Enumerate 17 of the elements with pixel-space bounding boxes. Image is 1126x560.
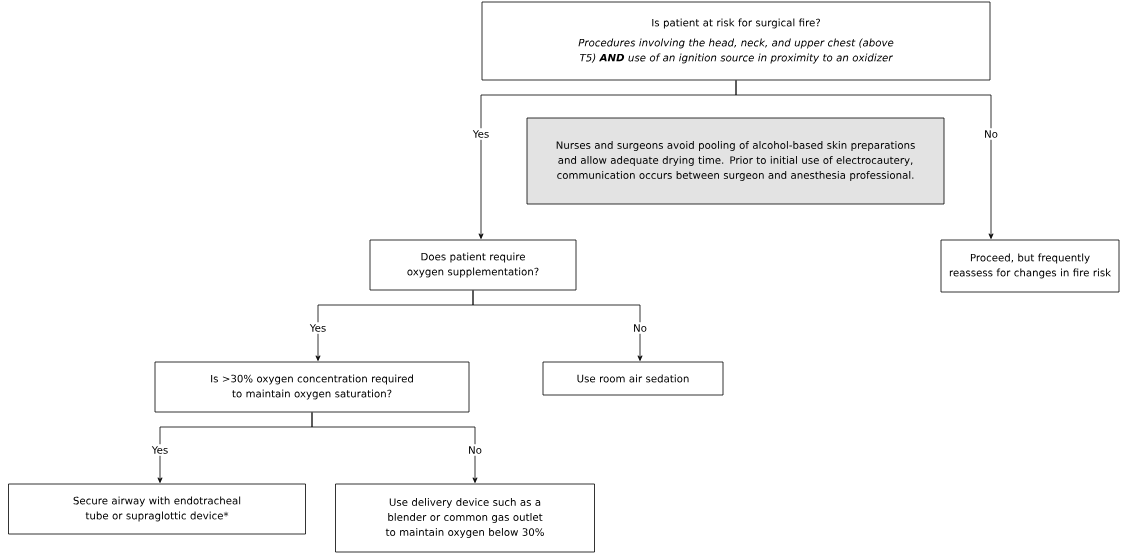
action-box: Secure airway with endotracheal tube or supraglottic device* [8,483,306,535]
edge-label: Yes [470,128,492,140]
action-box: Use room air sedation [542,361,724,396]
edge-label: No [982,128,1000,140]
edge-label: Yes [307,322,329,334]
question-box: Is patient at risk for surgical fire? Procedures involving the head, neck, and upper chest (above T5) AND use of an ignition source in proximity to an oxidizer [481,1,991,81]
action-box: Use delivery device such as a blender or common gas outlet to maintain oxygen below 30% [335,483,595,553]
action-box: Proceed, but frequently reassess for changes in fire risk [940,239,1120,293]
note-box: Nurses and surgeons avoid pooling of alcohol-based skin preparations and allow adequate drying time. Prior to initial use of electrocautery, communication occurs between surgeon and anesthesia professional. [526,117,945,205]
question-box: Is >30% oxygen concentration required to maintain oxygen saturation? [154,361,470,413]
connector-arrow [311,412,478,483]
edge-label: No [466,444,484,456]
edge-label: No [631,322,649,334]
connector-arrow [735,80,994,239]
connector-arrow [472,290,643,361]
question-box: Does patient require oxygen supplementation? [369,239,577,291]
edge-label: Yes [149,444,171,456]
